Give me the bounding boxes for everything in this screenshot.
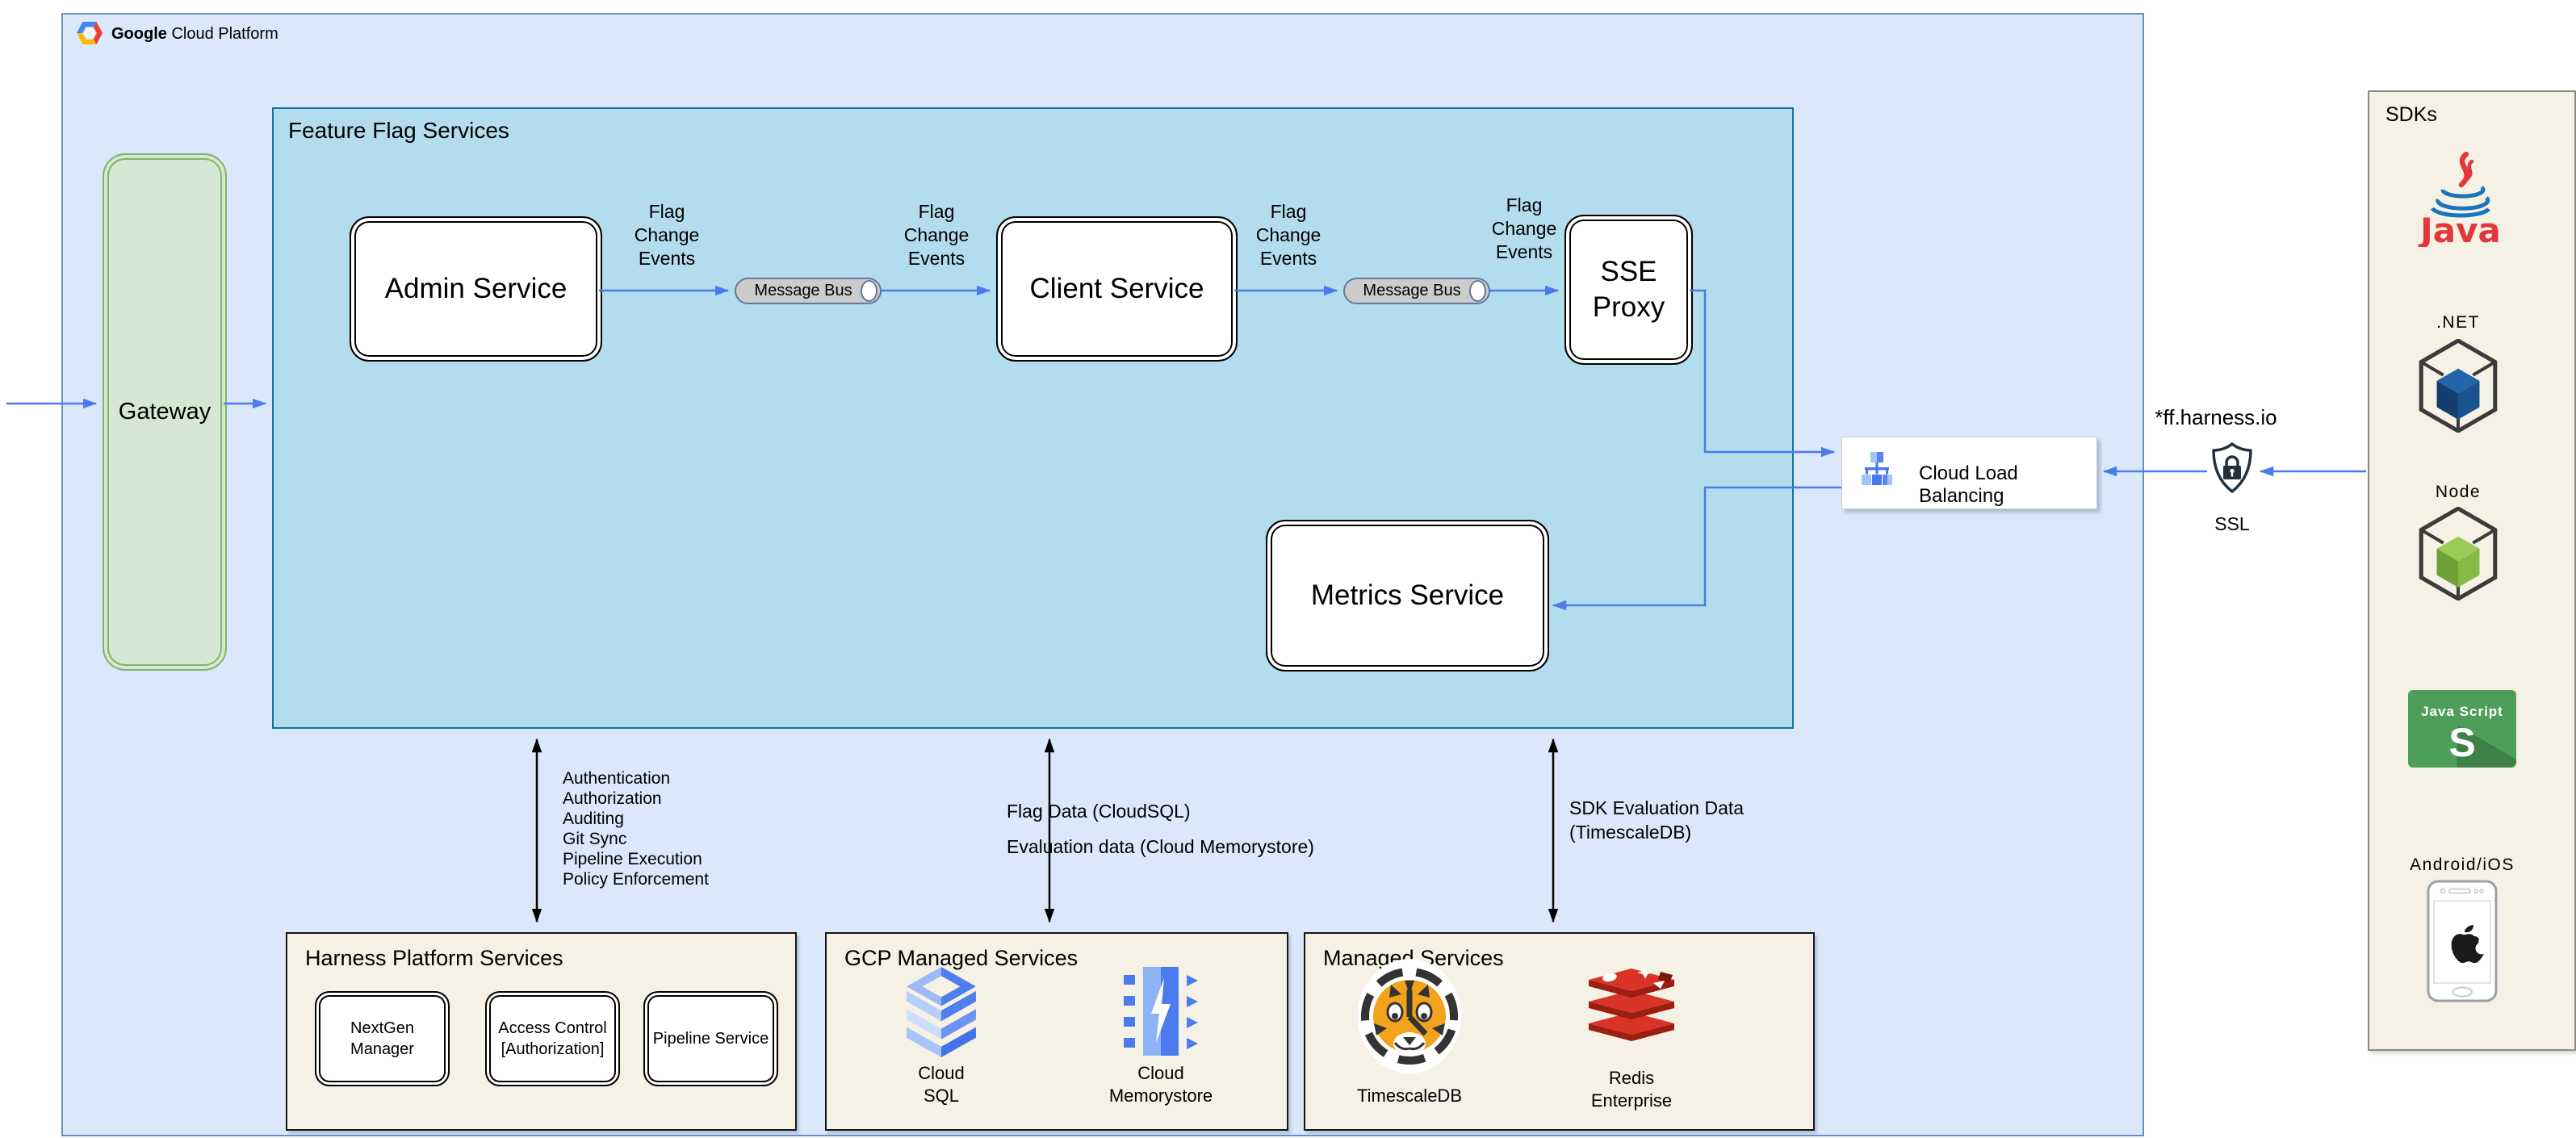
sdks-title: SDKs xyxy=(2385,103,2437,126)
message-bus-2-label: Message Bus xyxy=(1363,282,1461,299)
javascript-sdk-icon: Java Script S xyxy=(2408,690,2516,768)
mobile-sdk-label: Android/iOS xyxy=(2410,856,2515,874)
flag-change-events-1: Flag Change Events xyxy=(634,201,700,269)
cloud-memorystore-icon xyxy=(1124,967,1198,1056)
javascript-letter-text: S xyxy=(2448,720,2475,765)
metrics-service-label: Metrics Service xyxy=(1310,579,1505,612)
gcp-managed-services-title: GCP Managed Services xyxy=(844,946,1079,970)
sse-proxy-node: SSE Proxy xyxy=(1564,215,1693,365)
redis-enterprise-label: Redis Enterprise xyxy=(1590,1068,1673,1111)
cloud-sql-label: Cloud SQL xyxy=(918,1063,965,1106)
gcp-header-title: Google Cloud Platform xyxy=(111,25,279,44)
load-balancer-icon xyxy=(1860,450,1894,489)
cloud-sql-icon xyxy=(904,967,978,1057)
timescaledb-icon xyxy=(1356,957,1463,1075)
sdk-evaluation-edge-label: SDK Evaluation Data (TimescaleDB) xyxy=(1569,797,1745,843)
cloud-memorystore-label: Cloud Memorystore xyxy=(1108,1063,1213,1106)
message-bus-1: Message Bus xyxy=(735,278,882,304)
flag-data-edge-label: Flag Data (CloudSQL) xyxy=(1007,801,1191,822)
nextgen-manager-node: NextGen Manager xyxy=(315,991,450,1086)
admin-service-node: Admin Service xyxy=(350,216,602,362)
nextgen-manager-label: NextGen Manager xyxy=(350,1019,414,1058)
gateway-label: Gateway xyxy=(118,399,212,425)
mobile-phone-icon xyxy=(2427,880,2498,1002)
metrics-service-node: Metrics Service xyxy=(1266,520,1549,672)
brand-rest: Cloud Platform xyxy=(166,25,279,43)
pipeline-service-node: Pipeline Service xyxy=(643,991,778,1086)
javascript-title-text: Java Script xyxy=(2421,704,2503,719)
evaluation-data-edge-label: Evaluation data (Cloud Memorystore) xyxy=(1007,836,1314,857)
gcp-managed-services-panel xyxy=(825,932,1288,1131)
cloud-load-balancing-node: Cloud Load Balancing xyxy=(1841,437,2097,509)
feature-flag-services-title: Feature Flag Services xyxy=(288,118,509,143)
client-service-node: Client Service xyxy=(996,216,1238,362)
message-bus-1-label: Message Bus xyxy=(754,282,852,299)
harness-platform-services-title: Harness Platform Services xyxy=(305,946,563,970)
gcp-logo-icon xyxy=(76,21,103,45)
flag-change-events-3: Flag Change Events xyxy=(1255,201,1322,269)
admin-service-label: Admin Service xyxy=(384,273,568,305)
access-control-node: Access Control [Authorization] xyxy=(485,991,620,1086)
ssl-label: SSL xyxy=(2214,513,2250,534)
java-sdk-icon: Java xyxy=(2415,152,2506,247)
access-control-label: Access Control [Authorization] xyxy=(498,1019,607,1058)
dotnet-sdk-label: .NET xyxy=(2436,313,2480,332)
node-sdk-label: Node xyxy=(2435,483,2482,501)
flag-change-events-2: Flag Change Events xyxy=(903,201,970,269)
pipeline-service-label: Pipeline Service xyxy=(652,1030,769,1048)
java-logo-text: Java xyxy=(2418,211,2501,247)
sse-proxy-label: SSE Proxy xyxy=(1592,256,1665,323)
dotnet-sdk-icon xyxy=(2417,339,2499,433)
message-bus-2: Message Bus xyxy=(1343,278,1490,304)
node-sdk-icon xyxy=(2417,507,2499,600)
ssl-shield-icon xyxy=(2210,442,2254,494)
flag-change-events-4: Flag Change Events xyxy=(1491,195,1557,262)
platform-edge-label: Authentication Authorization Auditing Gi… xyxy=(563,769,709,889)
domain-label: *ff.harness.io xyxy=(2155,405,2277,429)
cloud-load-balancing-label: Cloud Load Balancing xyxy=(1919,462,2018,507)
cylinder-cap xyxy=(861,280,878,302)
timescaledb-label: TimescaleDB xyxy=(1357,1086,1462,1106)
client-service-label: Client Service xyxy=(1029,273,1204,305)
brand-bold: Google xyxy=(111,25,167,43)
redis-icon xyxy=(1585,969,1678,1059)
gateway-node: Gateway xyxy=(103,153,227,671)
cylinder-cap xyxy=(1469,280,1486,302)
